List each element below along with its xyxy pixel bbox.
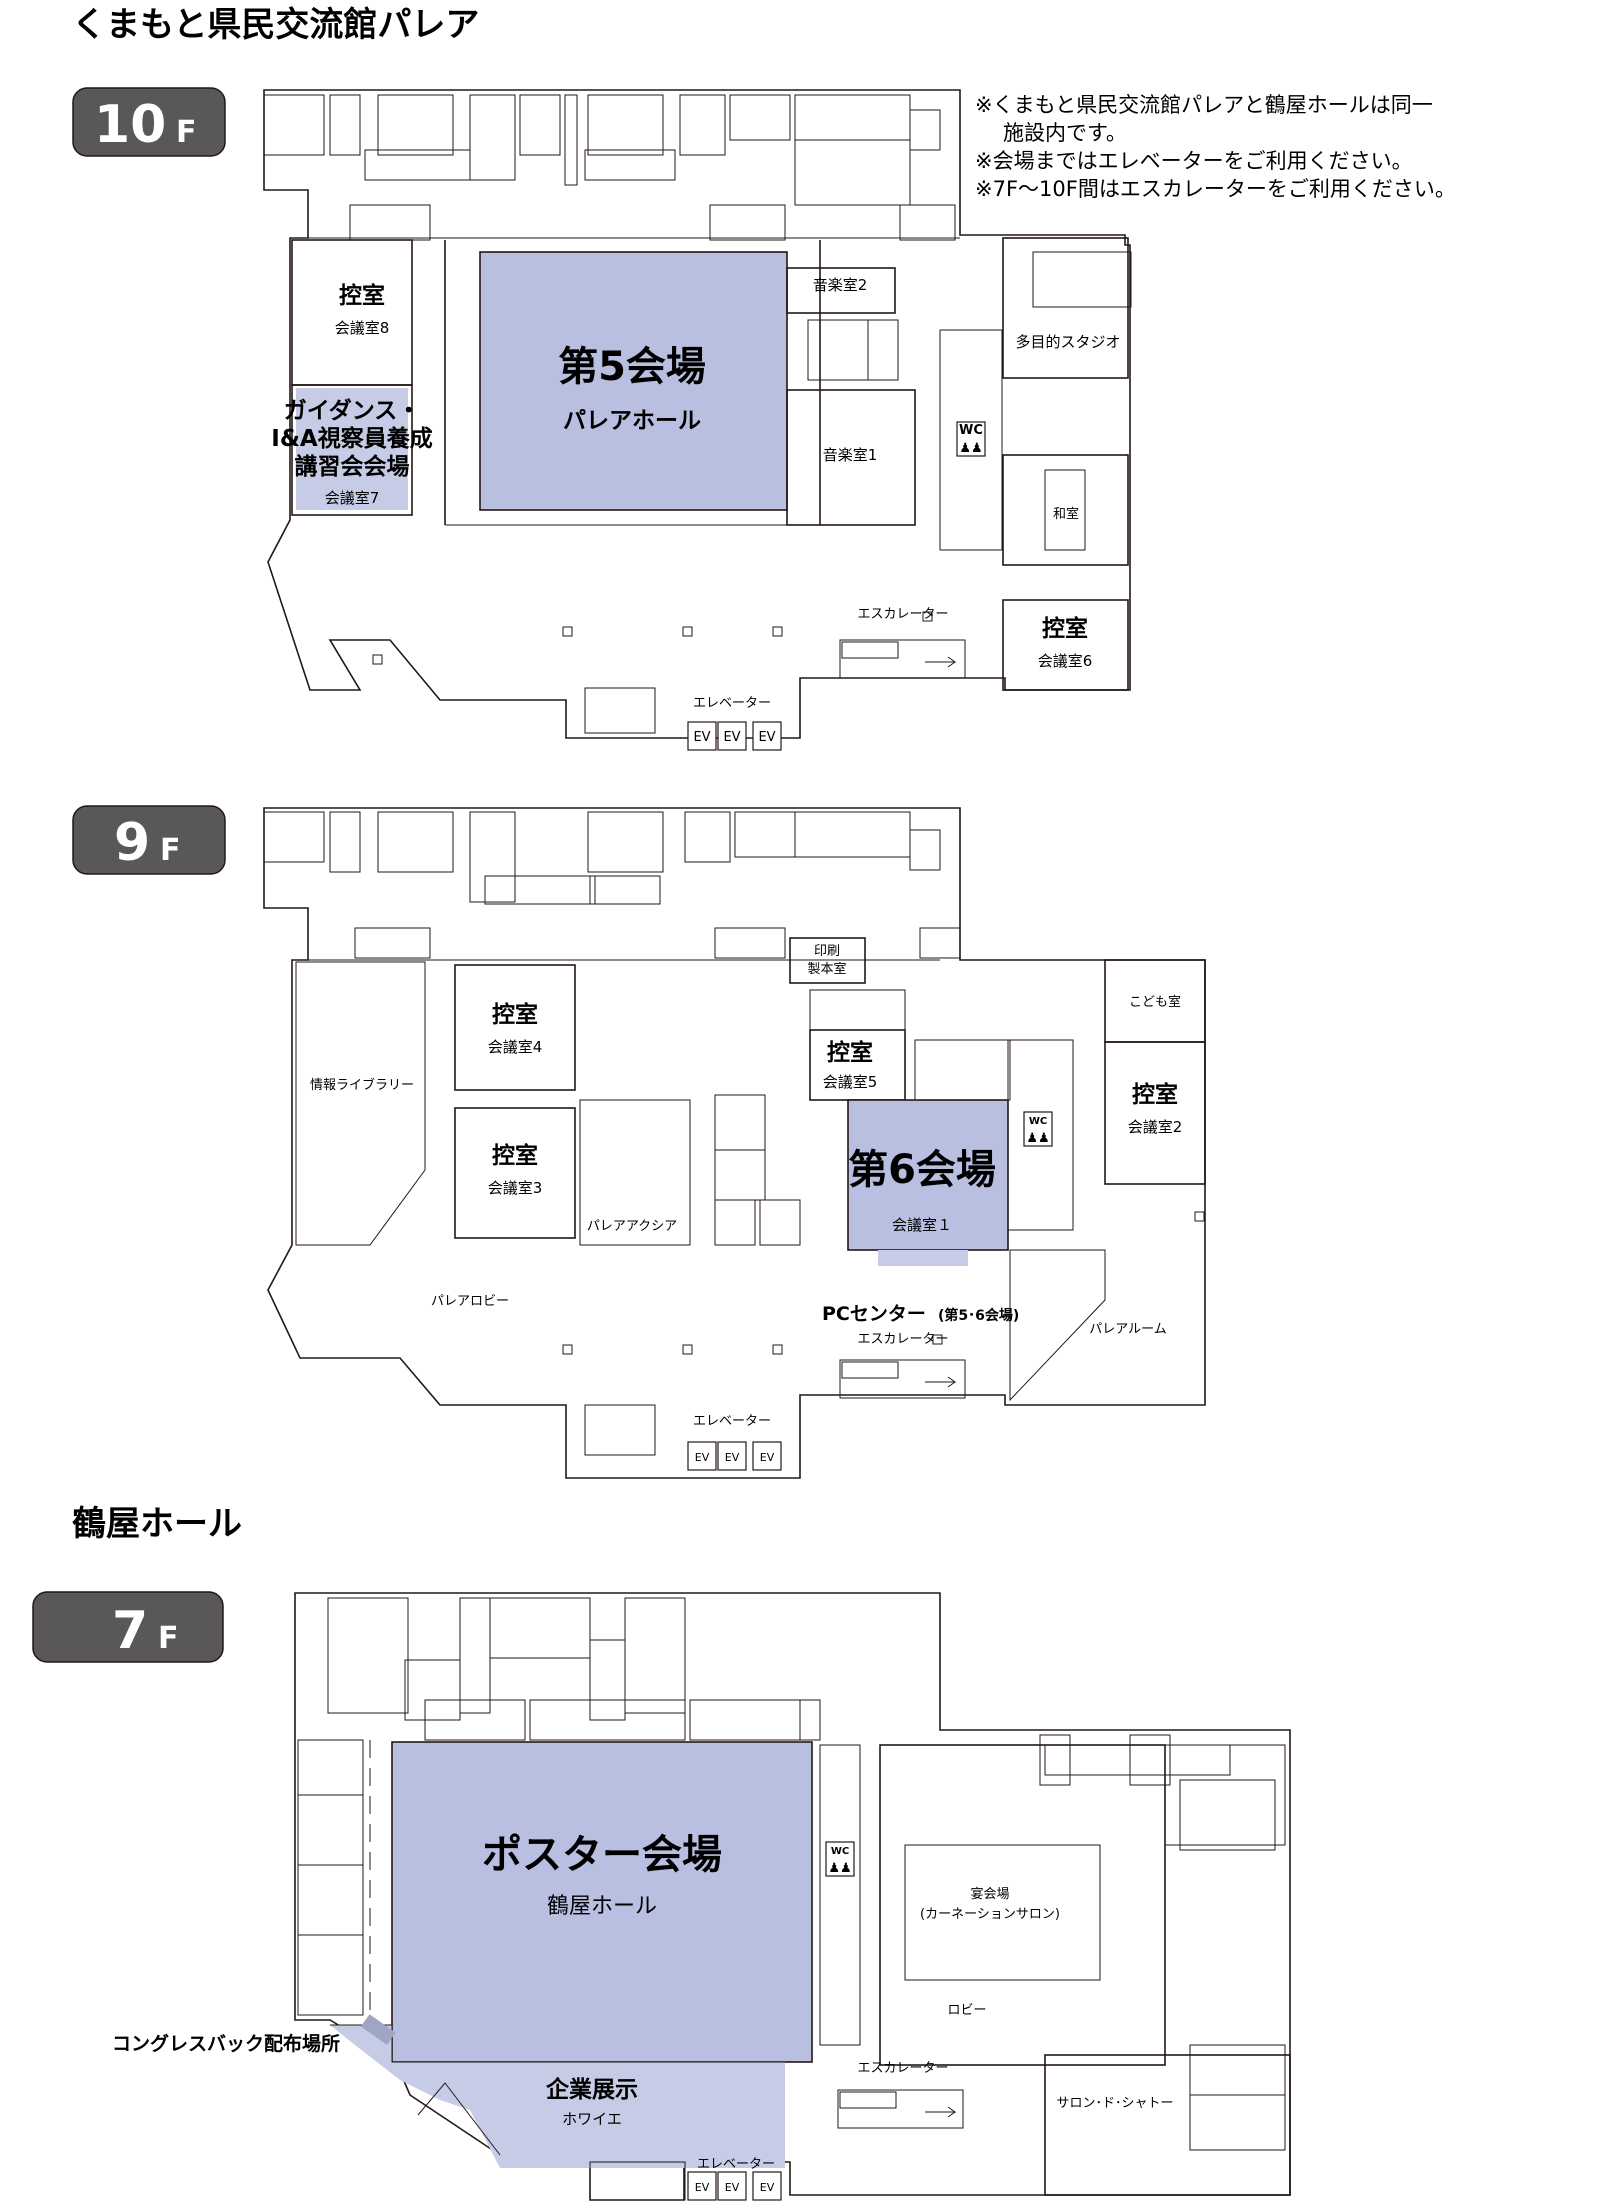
wc-10f: WC ♟♟ xyxy=(956,421,986,457)
congress-label: コングレスバック配布場所 xyxy=(112,2032,340,2055)
insatsu-line-2: 製本室 xyxy=(807,961,846,977)
kaigi3-label: 会議室3 xyxy=(488,1179,543,1197)
ongaku1-label: 音楽室1 xyxy=(823,446,878,464)
elevator-7f-label: エレベーター xyxy=(697,2157,775,2172)
elevator-9f: EV EV EV xyxy=(687,1441,782,1471)
wc-7f: WC ♟♟ xyxy=(825,1841,855,1877)
venue-5-area xyxy=(479,251,788,511)
wc-9f: WC ♟♟ xyxy=(1023,1111,1053,1147)
elevator-10f: EV EV EV xyxy=(687,721,782,751)
kigyo-label: 企業展示 xyxy=(545,2076,638,2103)
svg-text:♟♟: ♟♟ xyxy=(1026,1131,1049,1146)
svg-text:WC: WC xyxy=(831,1846,849,1857)
svg-text:EV: EV xyxy=(723,730,740,745)
room-9f-label: パレアルーム xyxy=(1089,1322,1166,1337)
svg-text:EV: EV xyxy=(693,730,710,745)
svg-text:10: 10 xyxy=(94,95,166,155)
svg-text:F: F xyxy=(160,833,181,868)
elevator-10f-label: エレベーター xyxy=(693,696,771,711)
hikae3-label: 控室 xyxy=(492,1142,538,1169)
elevator-7f: EV EV EV xyxy=(687,2171,782,2201)
svg-text:WC: WC xyxy=(1029,1116,1047,1127)
hikae2-label: 控室 xyxy=(1132,1081,1178,1108)
axia-label: パレアアクシア xyxy=(587,1219,677,1234)
svg-text:F: F xyxy=(176,115,197,150)
svg-text:F: F xyxy=(158,1621,179,1656)
kaigi4-label: 会議室4 xyxy=(488,1038,543,1056)
floor-plan-10f xyxy=(263,89,1132,739)
kaigi8-label: 会議室8 xyxy=(335,319,390,337)
svg-text:EV: EV xyxy=(725,1451,740,1464)
svg-text:EV: EV xyxy=(760,1451,775,1464)
hikae4-label: 控室 xyxy=(492,1001,538,1028)
svg-text:EV: EV xyxy=(725,2181,740,2194)
badge-10f: 10 F xyxy=(72,87,226,157)
svg-text:♟♟: ♟♟ xyxy=(828,1861,851,1876)
kaigi6-label: 会議室6 xyxy=(1038,652,1093,670)
svg-text:EV: EV xyxy=(695,2181,710,2194)
tsuruya-hall-label: 鶴屋ホール xyxy=(547,1894,657,1919)
enkai-line-2: (カーネーションサロン) xyxy=(920,1907,1060,1922)
svg-text:EV: EV xyxy=(695,1451,710,1464)
escalator-9f-label: エスカレーター xyxy=(857,1332,948,1347)
enkai-line-1: 宴会場 xyxy=(970,1886,1009,1902)
library-label: 情報ライブラリー xyxy=(310,1077,414,1093)
svg-text:♟♟: ♟♟ xyxy=(959,441,982,456)
note-line-1: ※くまもと県民交流館パレアと鶴屋ホールは同一 xyxy=(975,93,1433,117)
badge-7f: 7 F xyxy=(32,1591,224,1663)
kaigi7-label: 会議室7 xyxy=(325,489,380,507)
tsuruya-title: 鶴屋ホール xyxy=(72,1504,242,1544)
escalator-7f-label: エスカレーター xyxy=(857,2061,948,2076)
kaigi2-label: 会議室2 xyxy=(1128,1118,1183,1136)
elevator-9f-label: エレベーター xyxy=(693,1414,771,1429)
poster-hall-label: ポスター会場 xyxy=(482,1832,722,1878)
venue-5-label: 第5会場 xyxy=(558,344,706,390)
washitsu-label: 和室 xyxy=(1053,506,1079,522)
escalator-10f-label: エスカレーター xyxy=(857,607,948,622)
note-line-2: 施設内です。 xyxy=(1003,121,1127,145)
kodomo-label: こども室 xyxy=(1129,994,1181,1010)
hikae-10f-b: 控室 xyxy=(1042,615,1088,642)
pc-center-label: PCセンター xyxy=(822,1303,926,1325)
venue-6-label: 第6会場 xyxy=(848,1147,996,1193)
guidance-line-1: ガイダンス・ xyxy=(284,397,421,424)
guidance-line-3: 講習会会場 xyxy=(295,453,410,480)
ongaku2-label: 音楽室2 xyxy=(813,276,868,294)
hikae5-label: 控室 xyxy=(827,1039,873,1066)
kaigi5-label: 会議室5 xyxy=(823,1073,878,1091)
lobby-7f-label: ロビー xyxy=(947,2003,986,2018)
insatsu-line-1: 印刷 xyxy=(814,944,840,959)
badge-9f: 9 F xyxy=(72,805,226,875)
svg-text:EV: EV xyxy=(760,2181,775,2194)
poster-hall-area xyxy=(391,1741,813,2063)
svg-text:WC: WC xyxy=(959,423,983,438)
note-line-3: ※会場まではエレベーターをご利用ください。 xyxy=(975,149,1413,173)
kaigi1-label: 会議室１ xyxy=(892,1216,952,1234)
palea-title: くまもと県民交流館パレア xyxy=(72,5,479,45)
svg-text:9: 9 xyxy=(114,813,150,873)
palea-hall-label: パレアホール xyxy=(563,408,701,434)
floor-plan-7f xyxy=(294,1592,1291,2201)
svg-text:EV: EV xyxy=(758,730,775,745)
tamokuteki-label: 多目的スタジオ xyxy=(1015,333,1120,351)
lobby-9f-label: パレアロビー xyxy=(431,1294,509,1309)
floor-plan-9f xyxy=(263,807,1206,1479)
pc-center-sub: (第5･6会場) xyxy=(938,1307,1019,1324)
white-label: ホワイエ xyxy=(562,2110,622,2128)
guidance-line-2: I&A視察員養成 xyxy=(271,425,432,452)
note-line-4: ※7F～10F間はエスカレーターをご利用ください。 xyxy=(975,177,1456,201)
svg-text:7: 7 xyxy=(112,1601,148,1661)
hikae-10f-a: 控室 xyxy=(339,282,385,309)
salon-label: サロン･ド･シャトー xyxy=(1056,2096,1173,2111)
